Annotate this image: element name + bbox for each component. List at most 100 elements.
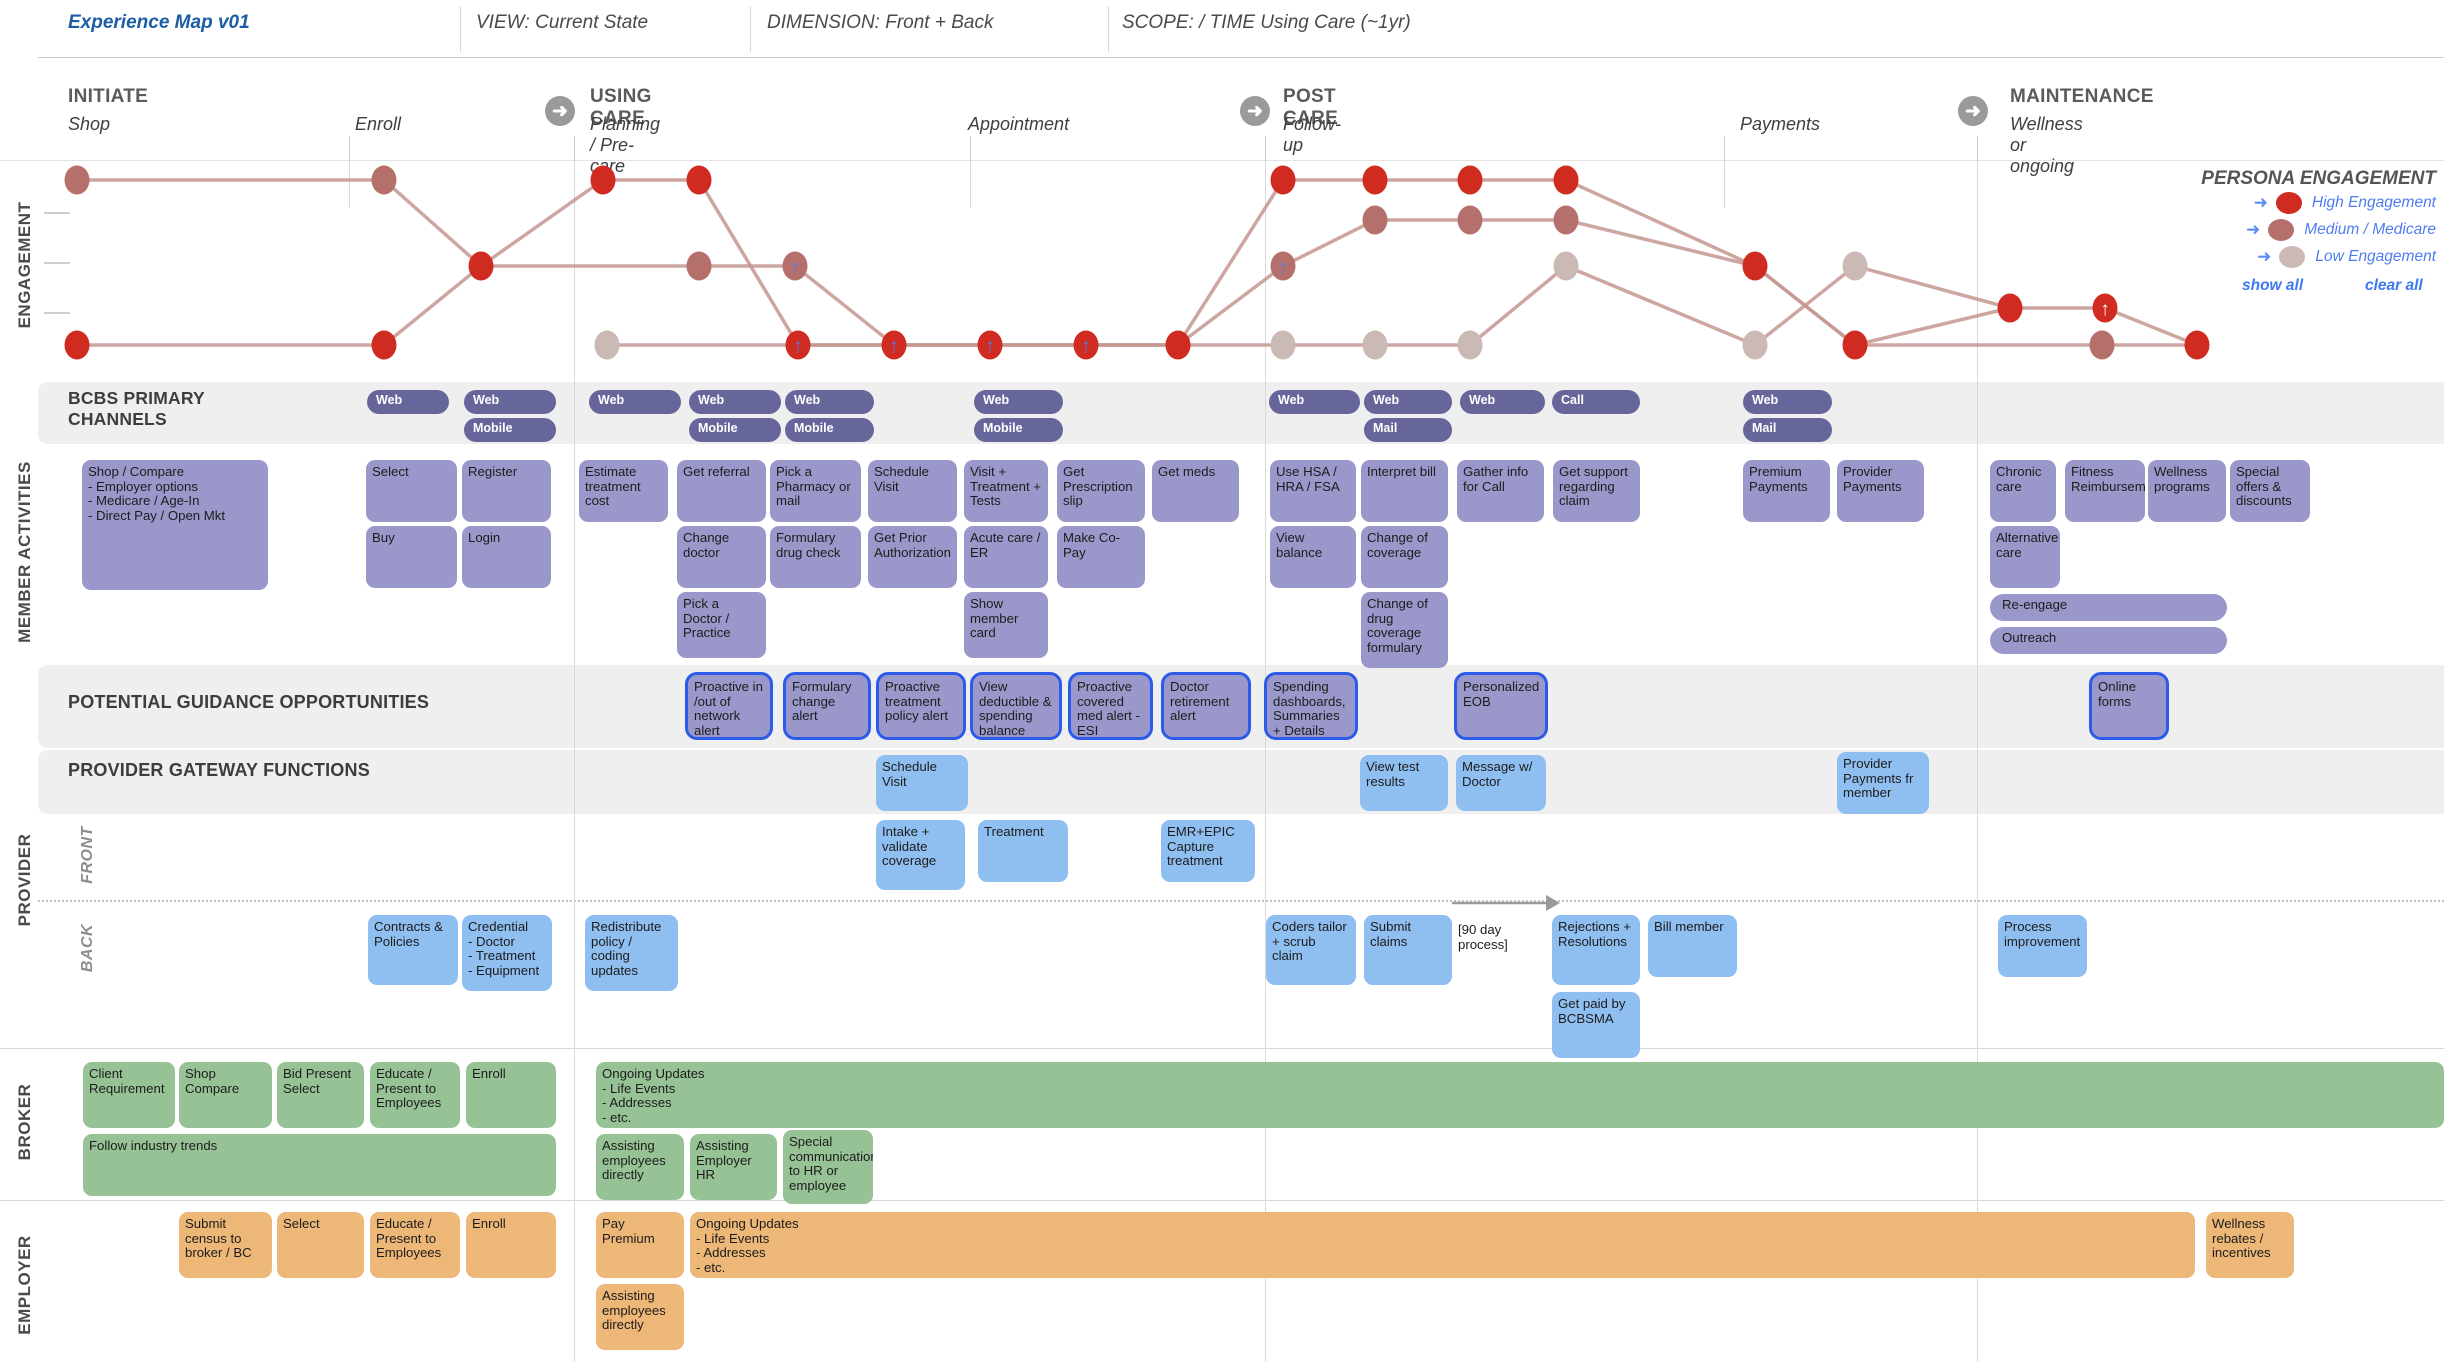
channel-chip-call[interactable]: Call — [1552, 390, 1640, 414]
member-activity-box[interactable]: Special offers & discounts — [2230, 460, 2310, 522]
channel-chip-mobile[interactable]: Mobile — [785, 418, 874, 442]
guidance-box[interactable]: Online forms — [2089, 672, 2169, 740]
provider-box[interactable]: Submit claims — [1364, 915, 1452, 985]
provider-box[interactable]: Redistribute policy / coding updates — [585, 915, 678, 991]
broker-box[interactable]: Shop Compare — [179, 1062, 272, 1128]
guidance-box[interactable]: Proactive treatment policy alert — [876, 672, 966, 740]
channel-chip-mobile[interactable]: Mobile — [689, 418, 781, 442]
member-activity-box[interactable]: Wellness programs — [2148, 460, 2226, 522]
member-activity-box[interactable]: Login — [462, 526, 551, 588]
broker-box[interactable]: Assisting employees directly — [596, 1134, 684, 1200]
member-activity-box[interactable]: Get referral — [677, 460, 766, 522]
channel-chip-mobile[interactable]: Mobile — [974, 418, 1063, 442]
member-activity-box[interactable]: Schedule Visit — [868, 460, 957, 522]
guidance-box[interactable]: Proactive covered med alert - ESI — [1068, 672, 1153, 740]
provider-box[interactable]: EMR+EPIC Capture treatment — [1161, 820, 1255, 882]
employer-box[interactable]: Educate / Present to Employees — [370, 1212, 460, 1278]
channel-chip-mail[interactable]: Mail — [1743, 418, 1832, 442]
broker-box[interactable]: Assisting Employer HR — [690, 1134, 777, 1200]
show-all-link[interactable]: show all — [2242, 277, 2304, 294]
provider-box[interactable]: Schedule Visit — [876, 755, 968, 811]
broker-box[interactable]: Follow industry trends — [83, 1134, 556, 1196]
member-activity-box[interactable]: Change of drug coverage formulary — [1361, 592, 1448, 668]
legend-item-low-engagement[interactable]: ➜Low Engagement — [2196, 244, 2436, 270]
employer-box[interactable]: Ongoing Updates - Life Events - Addresse… — [690, 1212, 2195, 1278]
provider-box[interactable]: Process improvement — [1998, 915, 2087, 977]
member-activity-box[interactable]: Premium Payments — [1743, 460, 1830, 522]
employer-box[interactable]: Pay Premium — [596, 1212, 684, 1278]
clear-all-link[interactable]: clear all — [2365, 277, 2423, 294]
member-activity-box[interactable]: Re-engage — [1990, 594, 2227, 621]
channel-chip-web[interactable]: Web — [785, 390, 874, 414]
member-activity-box[interactable]: Fitness Reimbursements — [2065, 460, 2145, 522]
employer-box[interactable]: Select — [277, 1212, 364, 1278]
provider-box[interactable]: Credential - Doctor - Treatment - Equipm… — [462, 915, 552, 991]
guidance-box[interactable]: Personalized EOB — [1454, 672, 1548, 740]
guidance-box[interactable]: View deductible & spending balance — [970, 672, 1062, 740]
employer-box[interactable]: Assisting employees directly — [596, 1284, 684, 1350]
member-activity-box[interactable]: Acute care / ER — [964, 526, 1048, 588]
member-activity-box[interactable]: Chronic care — [1990, 460, 2056, 522]
provider-box[interactable]: View test results — [1360, 755, 1448, 811]
broker-box[interactable]: Client Requirement — [83, 1062, 175, 1128]
channel-chip-mail[interactable]: Mail — [1364, 418, 1452, 442]
member-activity-box[interactable]: Alternative care — [1990, 526, 2060, 588]
member-activity-box[interactable]: Interpret bill — [1361, 460, 1448, 522]
member-activity-box[interactable]: Make Co-Pay — [1057, 526, 1145, 588]
member-activity-box[interactable]: Shop / Compare - Employer options - Medi… — [82, 460, 268, 590]
broker-box[interactable]: Educate / Present to Employees — [370, 1062, 460, 1128]
channel-chip-web[interactable]: Web — [589, 390, 681, 414]
channel-chip-web[interactable]: Web — [689, 390, 781, 414]
member-activity-box[interactable]: Formulary drug check — [770, 526, 861, 588]
channel-chip-web[interactable]: Web — [367, 390, 449, 414]
provider-box[interactable]: Rejections + Resolutions — [1552, 915, 1640, 985]
member-activity-box[interactable]: Provider Payments — [1837, 460, 1924, 522]
employer-box[interactable]: Submit census to broker / BC — [179, 1212, 272, 1278]
channel-chip-mobile[interactable]: Mobile — [464, 418, 556, 442]
channel-chip-web[interactable]: Web — [1743, 390, 1832, 414]
member-activity-box[interactable]: Select — [366, 460, 457, 522]
channel-chip-web[interactable]: Web — [1460, 390, 1545, 414]
member-activity-box[interactable]: Change doctor — [677, 526, 766, 588]
member-activity-box[interactable]: Buy — [366, 526, 457, 588]
member-activity-box[interactable]: Get Prescription slip — [1057, 460, 1145, 522]
broker-box[interactable]: Bid Present Select — [277, 1062, 364, 1128]
member-activity-box[interactable]: Get meds — [1152, 460, 1239, 522]
provider-box[interactable]: Treatment — [978, 820, 1068, 882]
guidance-box[interactable]: Doctor retirement alert — [1161, 672, 1251, 740]
employer-box[interactable]: Enroll — [466, 1212, 556, 1278]
guidance-box[interactable]: Formulary change alert — [783, 672, 871, 740]
provider-box[interactable]: Get paid by BCBSMA — [1552, 992, 1640, 1058]
provider-box[interactable]: Provider Payments fr member — [1837, 752, 1929, 814]
channel-chip-web[interactable]: Web — [974, 390, 1063, 414]
broker-box[interactable]: Enroll — [466, 1062, 556, 1128]
member-activity-box[interactable]: Change of coverage — [1361, 526, 1448, 588]
member-activity-box[interactable]: Outreach — [1990, 627, 2227, 654]
broker-box[interactable]: Special communications to HR or employee — [783, 1130, 873, 1204]
provider-box[interactable]: Intake + validate coverage — [876, 820, 965, 890]
channel-chip-web[interactable]: Web — [1269, 390, 1360, 414]
member-activity-box[interactable]: Get Prior Authorization — [868, 526, 957, 588]
provider-box[interactable]: Bill member — [1648, 915, 1737, 977]
channel-chip-web[interactable]: Web — [464, 390, 556, 414]
member-activity-box[interactable]: Get support regarding claim — [1553, 460, 1640, 522]
member-activity-box[interactable]: Show member card — [964, 592, 1048, 658]
member-activity-box[interactable]: Gather info for Call — [1457, 460, 1544, 522]
channel-chip-web[interactable]: Web — [1364, 390, 1452, 414]
member-activity-box[interactable]: Pick a Pharmacy or mail — [770, 460, 861, 522]
provider-box[interactable]: Contracts & Policies — [368, 915, 458, 985]
employer-box[interactable]: Wellness rebates / incentives — [2206, 1212, 2294, 1278]
legend-item-medium-medicare[interactable]: ➜Medium / Medicare — [2196, 217, 2436, 243]
provider-box[interactable]: Coders tailor + scrub claim — [1266, 915, 1356, 985]
provider-box[interactable]: Message w/ Doctor — [1456, 755, 1546, 811]
member-activity-box[interactable]: Estimate treatment cost — [579, 460, 668, 522]
broker-box[interactable]: Ongoing Updates - Life Events - Addresse… — [596, 1062, 2444, 1128]
guidance-box[interactable]: Proactive in /out of network alert — [685, 672, 773, 740]
member-activity-box[interactable]: Visit + Treatment + Tests — [964, 460, 1048, 522]
legend-item-high-engagement[interactable]: ➜High Engagement — [2196, 190, 2436, 216]
member-activity-box[interactable]: Pick a Doctor / Practice — [677, 592, 766, 658]
member-activity-box[interactable]: Register — [462, 460, 551, 522]
guidance-box[interactable]: Spending dashboards, Summaries + Details — [1264, 672, 1358, 740]
member-activity-box[interactable]: Use HSA / HRA / FSA — [1270, 460, 1356, 522]
member-activity-box[interactable]: View balance — [1270, 526, 1356, 588]
